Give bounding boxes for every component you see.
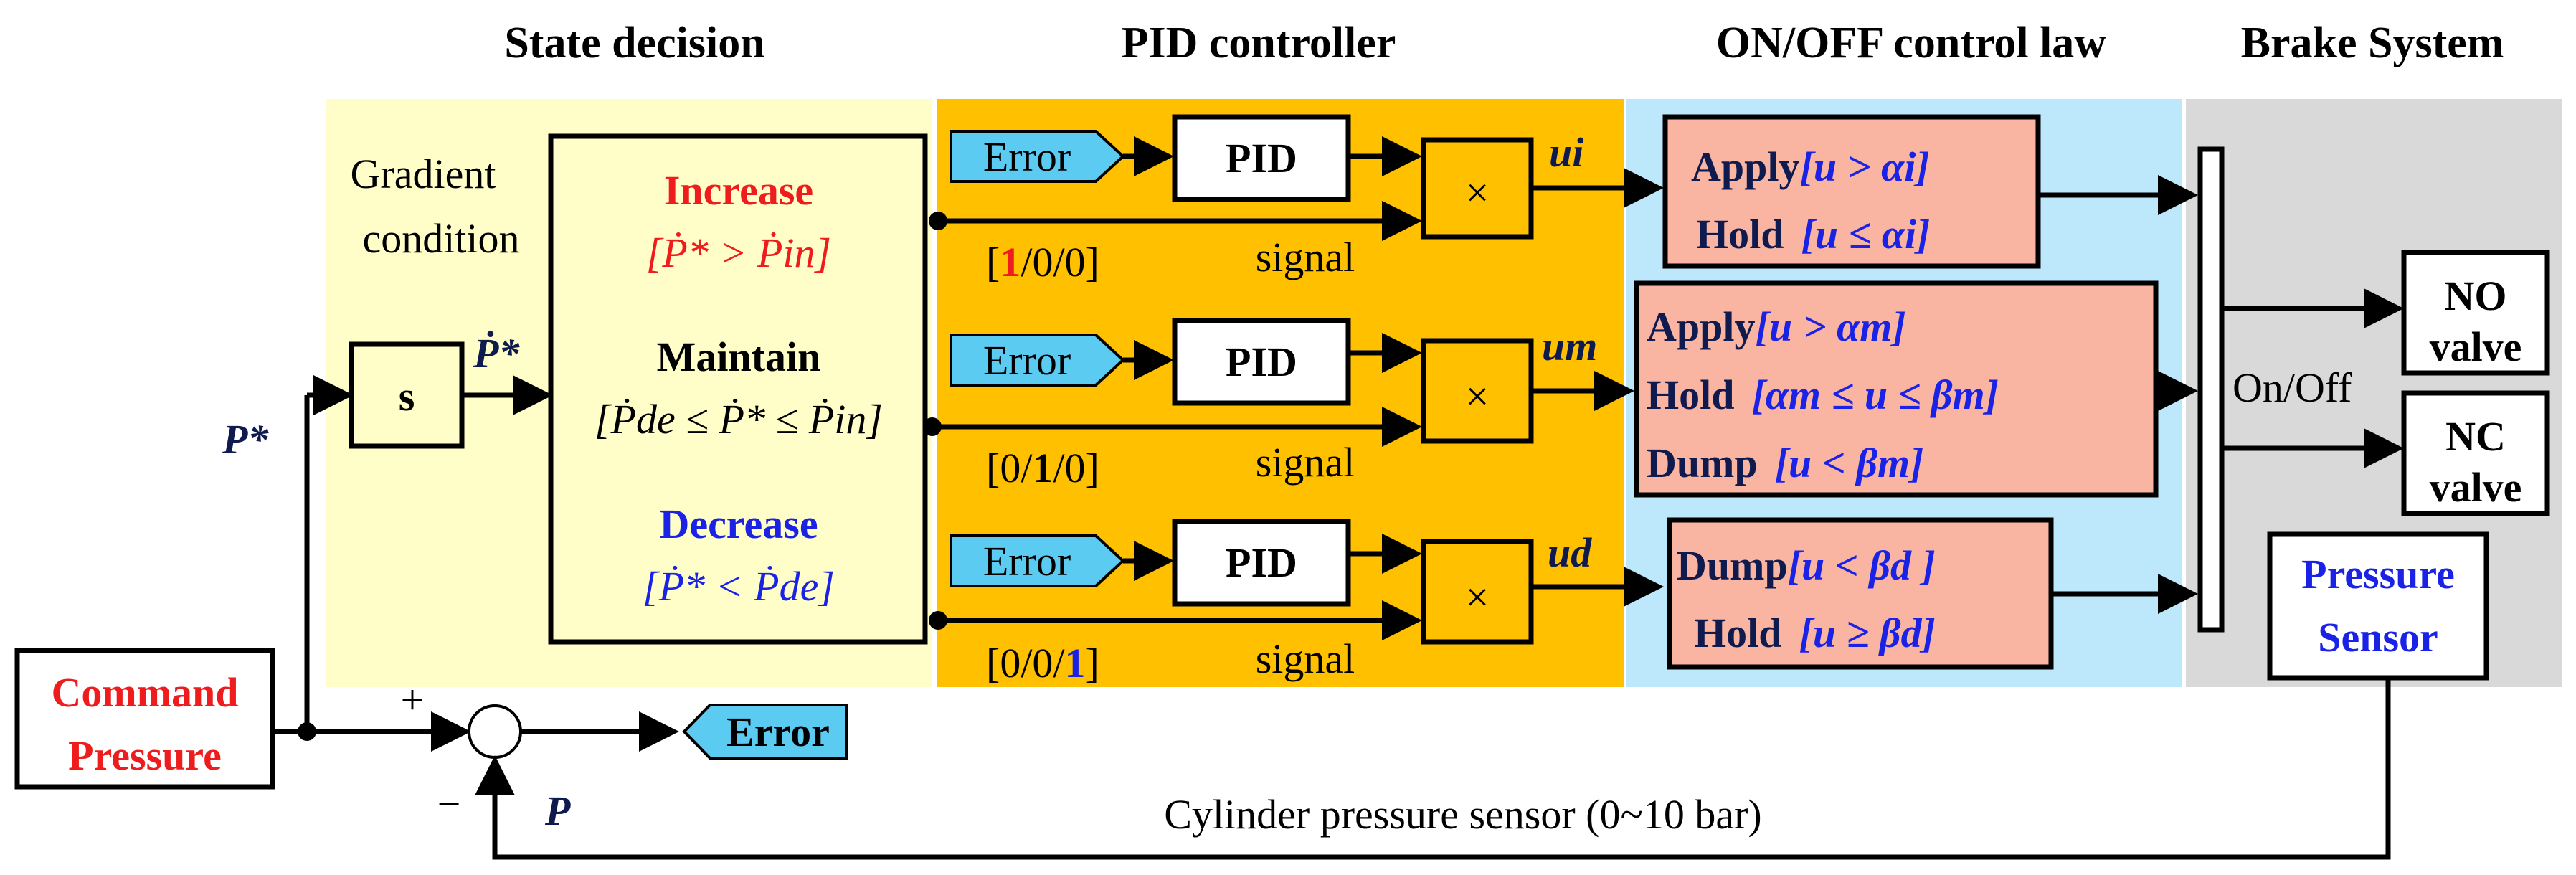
p-star-label: P* <box>222 416 269 463</box>
u-d-label: ud <box>1548 529 1592 576</box>
code-label-3: [0/0/1] <box>986 640 1099 686</box>
law-block-increase <box>1662 114 2041 269</box>
multiplier-2 <box>1421 338 1534 444</box>
no-label: NO <box>2445 273 2507 319</box>
law-m-hold: Hold[αm ≤ u ≤ βm] <box>1647 372 1999 418</box>
feedback-error-tag <box>682 704 848 760</box>
law-block-decrease <box>1667 517 2054 670</box>
pressure-sensor-line2: Sensor <box>2318 614 2438 661</box>
multiply-icon-1: × <box>1466 169 1490 216</box>
law-m-apply: Apply[u > αm] <box>1647 303 1906 350</box>
error-tag-3 <box>950 534 1125 587</box>
command-pressure-block <box>14 648 275 790</box>
p-dot-star-label: Ṗ* <box>473 330 520 377</box>
error-tag-2 <box>950 334 1125 387</box>
pid-label-1: PID <box>1226 135 1297 181</box>
signal-label-2: signal <box>1256 439 1355 486</box>
pid-block-3 <box>1172 519 1351 607</box>
error-tag-1 <box>950 130 1125 183</box>
header-pid-controller: PID controller <box>1122 19 1396 67</box>
no-valve-block <box>2401 250 2550 376</box>
onoff-label: On/Off <box>2232 364 2352 411</box>
signal-label-3: signal <box>1256 635 1355 682</box>
pressure-label: Pressure <box>68 732 222 779</box>
pid-label-2: PID <box>1226 339 1297 385</box>
law-i-hold: Hold[u ≤ αi] <box>1696 211 1930 257</box>
p-feedback-label: P <box>544 788 571 834</box>
sensor-feedback-wire <box>475 678 2391 860</box>
header-state-decision: State decision <box>504 19 764 67</box>
error-label-3: Error <box>983 538 1071 585</box>
bus-bar <box>2197 146 2225 633</box>
decrease-label: Decrease <box>659 501 818 547</box>
branch-dot-2 <box>923 417 942 436</box>
signal-label-1: signal <box>1256 234 1355 280</box>
command-label: Command <box>51 669 238 716</box>
pressure-sensor-block <box>2267 531 2489 681</box>
u-i-label: ui <box>1549 129 1583 176</box>
header-brake-system: Brake System <box>2241 19 2504 67</box>
error-label-1: Error <box>983 133 1071 180</box>
multiply-icon-3: × <box>1466 574 1490 620</box>
multiplier-3 <box>1421 539 1534 645</box>
law-d-hold: Hold[u ≥ βd] <box>1694 610 1936 656</box>
s-block <box>349 341 465 449</box>
error-label-2: Error <box>983 337 1071 384</box>
cylinder-sensor-label: Cylinder pressure sensor (0~10 bar) <box>1164 791 1762 838</box>
law-i-apply: Apply[u > αi] <box>1691 143 1930 190</box>
pid-block-2 <box>1172 318 1351 406</box>
nc-valve-block <box>2401 390 2550 516</box>
s-block-label: s <box>399 373 415 420</box>
code-label-2: [0/1/0] <box>986 445 1099 491</box>
minus-sign: − <box>437 780 461 827</box>
pressure-sensor-line1: Pressure <box>2301 551 2455 597</box>
nc-valve-label: valve <box>2430 464 2522 511</box>
increase-condition: [Ṗ* > Ṗin] <box>646 230 831 276</box>
multiplier-1 <box>1421 137 1534 240</box>
decrease-condition: [Ṗ* < Ṗde] <box>643 563 835 610</box>
u-m-label: um <box>1542 323 1597 369</box>
gradient-label: Gradient <box>351 151 496 197</box>
nc-label: NC <box>2445 413 2506 460</box>
maintain-label: Maintain <box>657 334 821 380</box>
multiply-icon-2: × <box>1466 373 1490 420</box>
pid-label-3: PID <box>1226 539 1297 586</box>
branch-dot-1 <box>929 212 947 230</box>
increase-label: Increase <box>664 167 813 214</box>
state-logic-block <box>548 133 928 645</box>
condition-label: condition <box>362 215 519 262</box>
branch-dot-3 <box>929 611 947 630</box>
law-block-maintain <box>1634 280 2159 498</box>
header-onoff-law: ON/OFF control law <box>1716 19 2106 67</box>
no-valve-label: valve <box>2430 323 2522 370</box>
summing-junction-icon <box>468 704 522 759</box>
law-m-dump: Dump[u < βm] <box>1647 440 1923 486</box>
maintain-condition: [Ṗde ≤ Ṗ* ≤ Ṗin] <box>595 396 883 443</box>
code-label-1: [1/0/0] <box>986 239 1099 285</box>
feedback-error-label: Error <box>726 709 830 755</box>
plus-sign: + <box>401 676 425 723</box>
law-d-dump: Dump[u < βd ] <box>1677 542 1936 589</box>
